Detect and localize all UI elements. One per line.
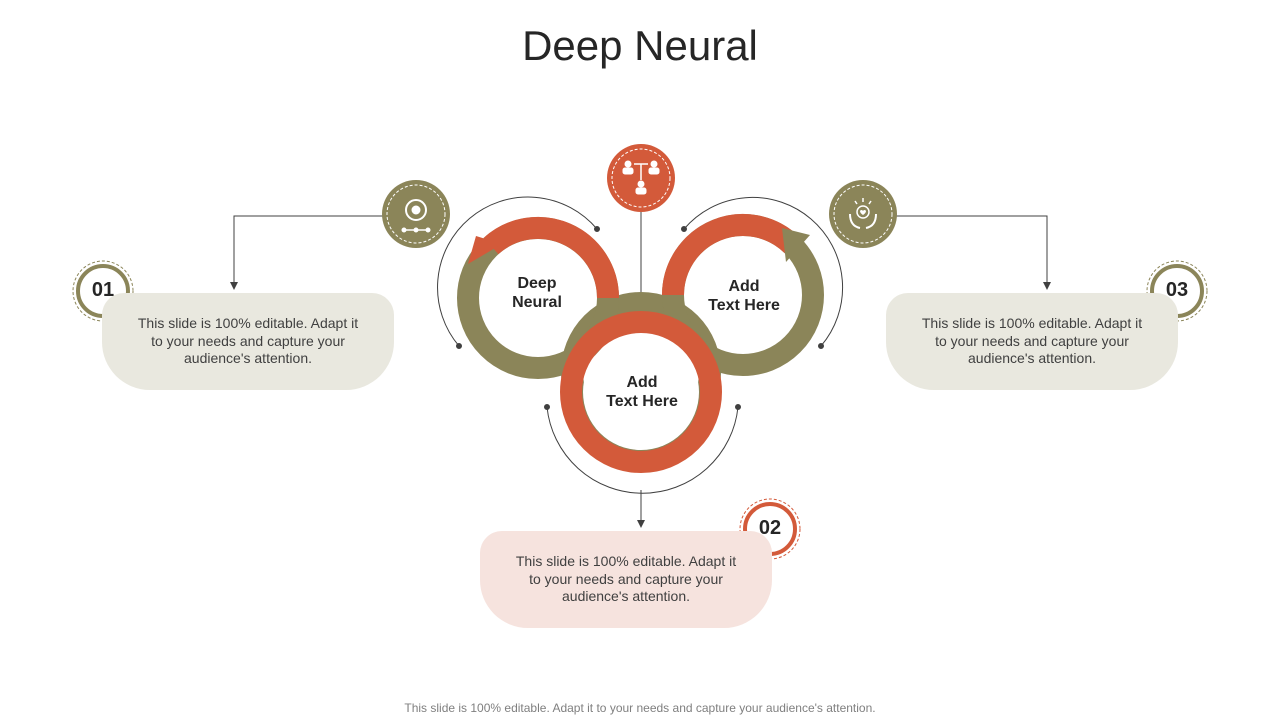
ring-bottom	[560, 311, 722, 473]
text-box-03: This slide is 100% editable. Adapt it to…	[886, 293, 1178, 390]
connector-03	[896, 215, 1051, 290]
outer-arc-left	[437, 196, 598, 347]
icon-circle-left	[382, 180, 450, 248]
step-number-02: 02	[758, 517, 782, 539]
outer-arc-right	[683, 196, 844, 347]
ring-bottom-inner	[583, 334, 699, 450]
icon-circle-top	[607, 144, 675, 212]
circle-label-line2: Neural	[512, 294, 562, 311]
circle-label-line1: Deep	[517, 275, 557, 292]
outer-arc-bottom	[546, 406, 739, 494]
circle-label-bottom: Add Text Here	[582, 373, 702, 411]
arrow-arc-left	[483, 216, 620, 299]
circle-label-deep-neural: Deep Neural	[477, 274, 597, 312]
text-box-01-text: This slide is 100% editable. Adapt it to…	[137, 315, 359, 367]
gear-lightbulb-icon	[401, 199, 431, 233]
team-hierarchy-icon	[622, 160, 660, 195]
text-box-03-text: This slide is 100% editable. Adapt it to…	[921, 315, 1143, 367]
step-number-03: 03	[1165, 279, 1189, 301]
text-box-02-text: This slide is 100% editable. Adapt it to…	[515, 553, 737, 605]
footer-note: This slide is 100% editable. Adapt it to…	[404, 701, 876, 715]
arrow-arc-right	[662, 214, 800, 296]
circle-label-line1: Add	[626, 374, 658, 391]
icon-circle-right	[829, 180, 897, 248]
outer-arcs	[437, 196, 844, 494]
circle-label-line1: Add	[728, 278, 760, 295]
circle-label-line2: Text Here	[708, 297, 780, 314]
arrowhead-left	[468, 236, 502, 264]
slide-title: Deep Neural	[522, 22, 758, 69]
circle-label-line2: Text Here	[606, 393, 678, 410]
connector-lines	[230, 212, 1051, 528]
hands-heart-icon	[849, 198, 877, 229]
step-number-01: 01	[91, 279, 115, 301]
text-box-02: This slide is 100% editable. Adapt it to…	[480, 531, 772, 628]
arrowhead-right	[782, 228, 810, 262]
connector-01	[230, 215, 384, 290]
text-box-01: This slide is 100% editable. Adapt it to…	[102, 293, 394, 390]
circle-label-right: Add Text Here	[684, 277, 804, 315]
